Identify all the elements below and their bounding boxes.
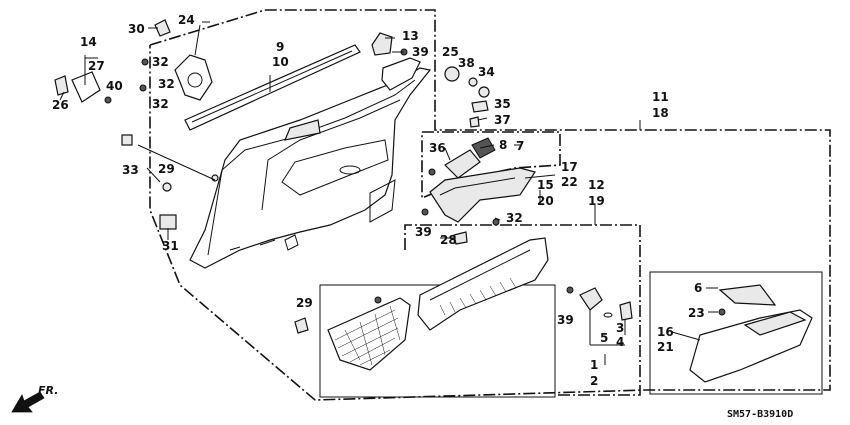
callout-5: 5 xyxy=(600,331,608,345)
callout-17: 17 xyxy=(561,160,578,174)
callout-40: 40 xyxy=(106,79,123,93)
callout-29-b: 29 xyxy=(296,296,313,310)
callout-32-a: 32 xyxy=(152,55,169,69)
leader-lines xyxy=(59,21,718,365)
callout-32-d: 32 xyxy=(158,77,175,91)
speaker-grille xyxy=(294,296,411,371)
callout-37: 37 xyxy=(494,113,511,127)
callout-11: 11 xyxy=(652,90,669,104)
part-number-callouts: 1 2 3 4 5 6 7 8 9 10 11 12 13 14 15 16 1… xyxy=(52,13,705,388)
callout-33: 33 xyxy=(122,163,139,177)
callout-29-a: 29 xyxy=(158,162,175,176)
callout-36: 36 xyxy=(429,141,446,155)
callout-38: 38 xyxy=(458,56,475,70)
callout-32-c: 32 xyxy=(506,211,523,225)
upper-trim xyxy=(381,57,421,91)
callout-20: 20 xyxy=(537,194,554,208)
callout-7: 7 xyxy=(516,139,524,153)
window-switch xyxy=(428,137,496,179)
switch-boundary xyxy=(421,131,561,200)
left-fasteners xyxy=(54,58,177,230)
right-clips xyxy=(400,48,490,128)
grille-box xyxy=(319,284,556,398)
callout-31: 31 xyxy=(162,239,179,253)
callout-25: 25 xyxy=(442,45,459,59)
callout-15: 15 xyxy=(537,178,554,192)
callout-10: 10 xyxy=(272,55,289,69)
switch-bezel xyxy=(689,284,813,383)
callout-16: 16 xyxy=(657,325,674,339)
bezel-box xyxy=(649,271,823,395)
part-13-cap xyxy=(371,32,393,56)
callout-39-c: 39 xyxy=(557,313,574,327)
callout-14: 14 xyxy=(80,35,97,49)
fr-arrow-icon: FR. xyxy=(11,384,58,413)
callout-34: 34 xyxy=(478,65,495,79)
callout-4: 4 xyxy=(616,335,624,349)
callout-19: 19 xyxy=(588,194,605,208)
lock-knob xyxy=(566,286,633,321)
diagram-code: SM57-B3910D xyxy=(727,409,793,420)
callout-30: 30 xyxy=(128,22,145,36)
armrest-boundary xyxy=(404,224,641,396)
callout-13: 13 xyxy=(402,29,419,43)
mirror-bracket xyxy=(154,19,213,101)
callout-32-b: 32 xyxy=(152,97,169,111)
callout-28: 28 xyxy=(440,233,457,247)
callout-18: 18 xyxy=(652,106,669,120)
door-lining-panel xyxy=(189,67,432,269)
callout-26: 26 xyxy=(52,98,69,112)
callout-22: 22 xyxy=(561,175,578,189)
arm-pocket xyxy=(417,237,549,331)
callout-21: 21 xyxy=(657,340,674,354)
callout-1: 1 xyxy=(590,358,598,372)
callout-27: 27 xyxy=(88,59,105,73)
callout-9: 9 xyxy=(276,40,284,54)
callout-6: 6 xyxy=(694,281,702,295)
callout-24: 24 xyxy=(178,13,195,27)
direction-label: FR. xyxy=(38,384,58,397)
callout-2: 2 xyxy=(590,374,598,388)
callout-3: 3 xyxy=(616,321,624,335)
callout-12: 12 xyxy=(588,178,605,192)
callout-39-a: 39 xyxy=(412,45,429,59)
armrest xyxy=(421,167,536,245)
callout-23: 23 xyxy=(688,306,705,320)
main-boundary xyxy=(149,9,831,401)
callout-35: 35 xyxy=(494,97,511,111)
callout-39-b: 39 xyxy=(415,225,432,239)
callout-8: 8 xyxy=(499,138,507,152)
weatherstrip xyxy=(184,44,361,131)
